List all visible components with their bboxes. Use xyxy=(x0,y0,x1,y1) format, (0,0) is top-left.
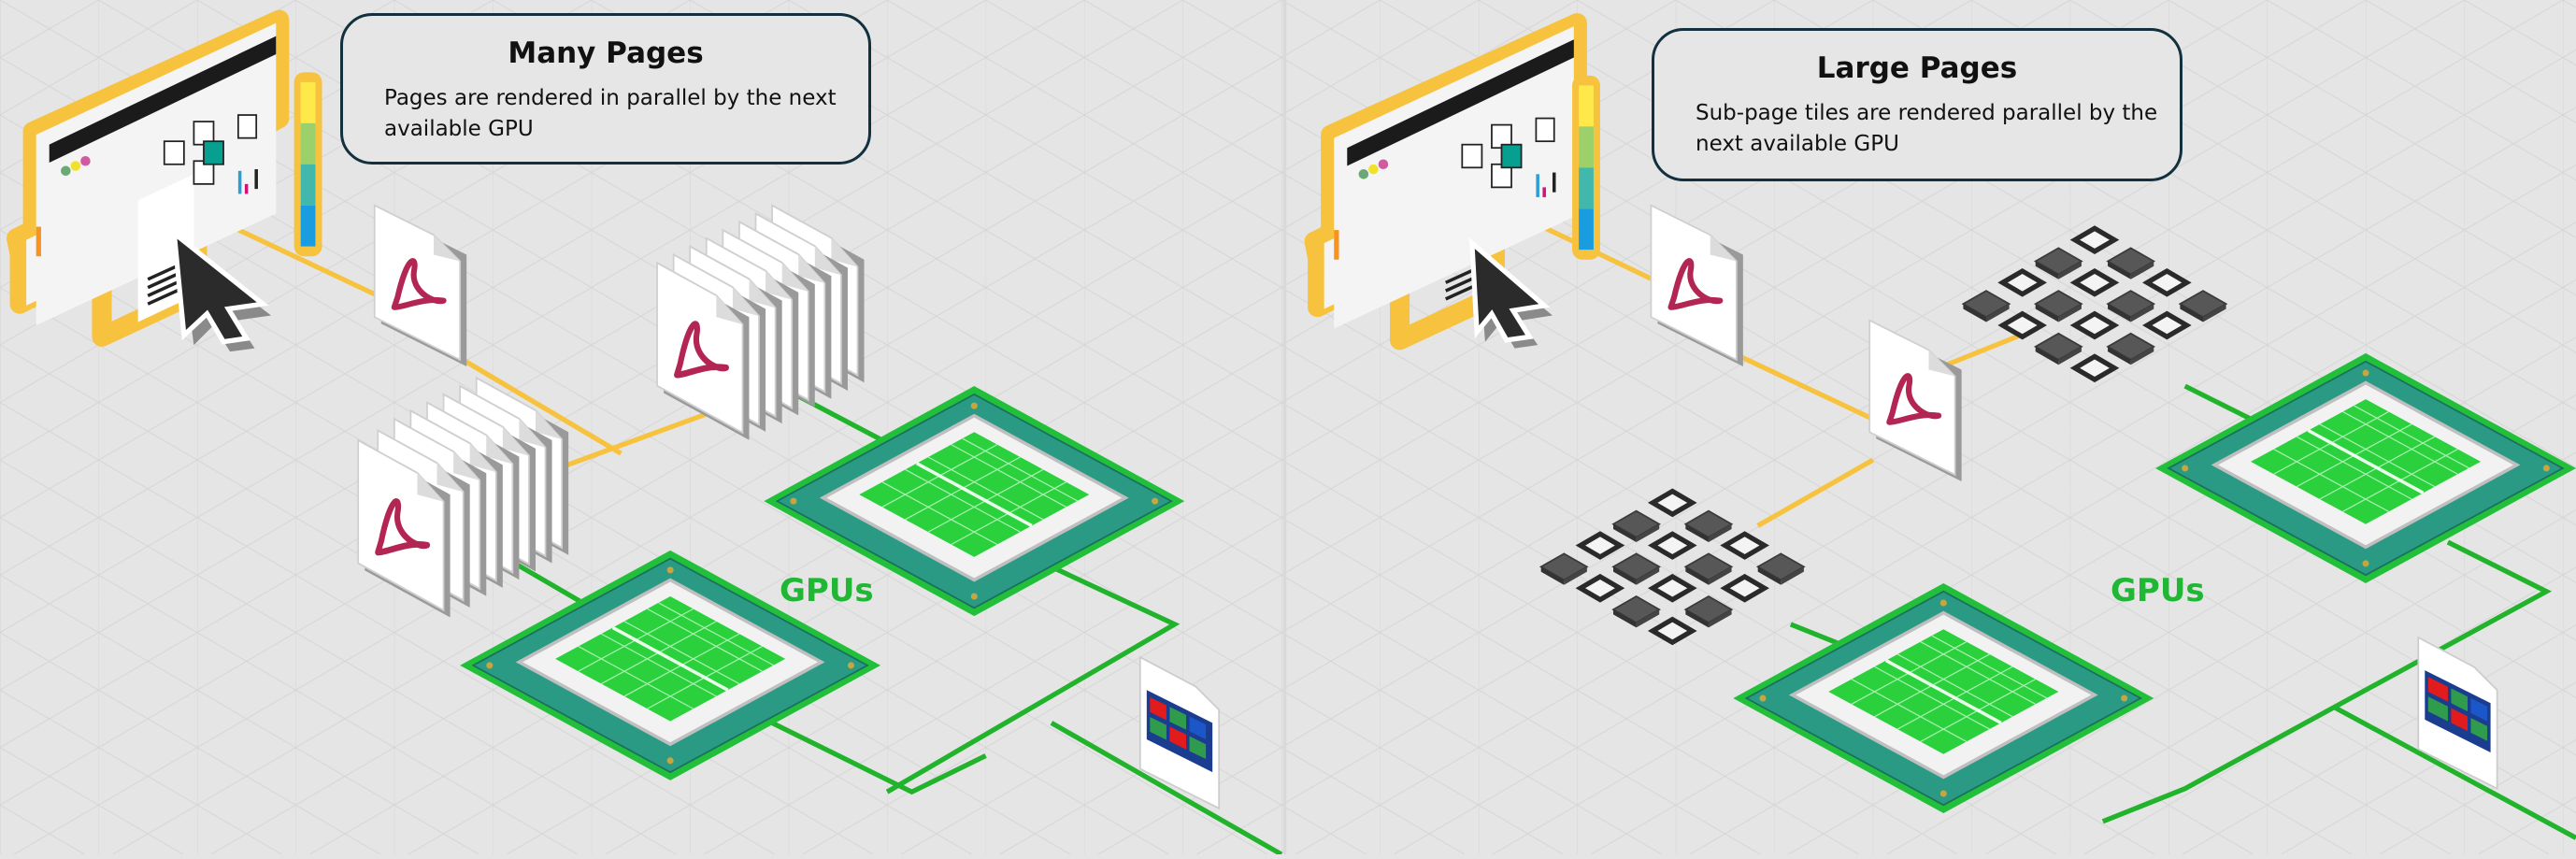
color-scale-icon xyxy=(1572,75,1600,260)
right-panel xyxy=(1304,13,2576,840)
application-window-icon xyxy=(7,9,290,347)
rendered-image-icon xyxy=(2417,636,2498,791)
callout-description: Pages are rendered in parallel by the ne… xyxy=(384,86,837,141)
mouse-cursor-icon xyxy=(171,227,272,352)
callout-title: Large Pages xyxy=(1816,51,2018,85)
many-pages-callout: Many Pages Pages are rendered in paralle… xyxy=(340,13,871,165)
application-window-icon xyxy=(1304,13,1587,351)
gpus-label: GPUs xyxy=(780,572,874,609)
large-pages-callout: Large Pages Sub-page tiles are rendered … xyxy=(1652,28,2182,181)
color-scale-icon xyxy=(293,72,322,257)
green-connectors xyxy=(499,388,1283,857)
rendered-image-icon xyxy=(1138,655,1221,810)
gpus-label: GPUs xyxy=(2111,572,2205,609)
mouse-cursor-icon xyxy=(1468,237,1553,349)
callout-title: Many Pages xyxy=(508,36,704,70)
left-panel xyxy=(7,9,1283,857)
callout-description: Sub-page tiles are rendered parallel by … xyxy=(1696,101,2158,156)
